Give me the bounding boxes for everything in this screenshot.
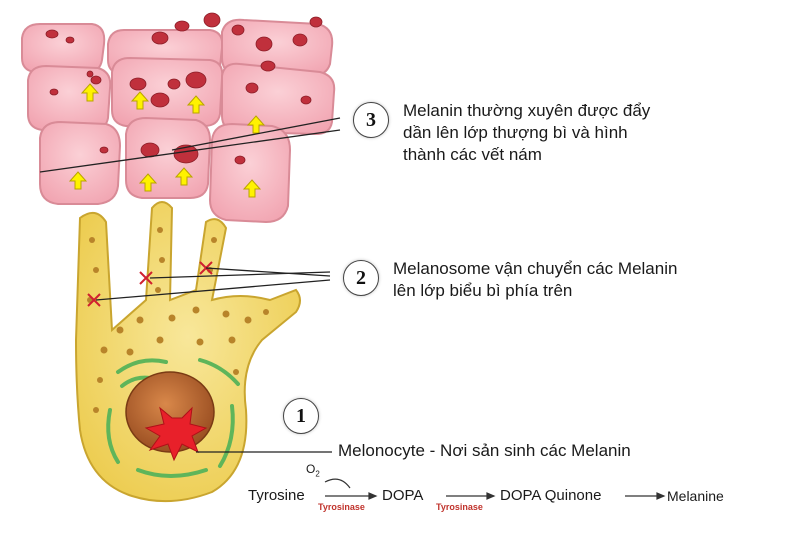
step-2-line-1: Melanosome vận chuyển các Melanin xyxy=(393,259,678,278)
melanocyte xyxy=(74,201,301,503)
step-1-badge: 1 xyxy=(283,398,319,434)
organelles xyxy=(106,358,240,478)
epidermis-cells xyxy=(21,18,336,224)
pathway-enzyme-2: Tyrosinase xyxy=(436,502,483,512)
cell-top-1 xyxy=(21,23,106,73)
up-arrow-icon xyxy=(186,95,206,114)
step-3-text: Melanin thường xuyên được đẩy dần lên lớ… xyxy=(403,100,650,166)
step-3-line-2: dần lên lớp thượng bì và hình xyxy=(403,123,628,142)
x-marker-icon xyxy=(139,271,153,285)
up-arrow-icon xyxy=(80,83,100,102)
melanin-granules xyxy=(45,12,323,165)
o2-subscript: 2 xyxy=(315,469,320,479)
up-arrow-icon xyxy=(68,171,88,190)
step-2-line-2: lên lớp biểu bì phía trên xyxy=(393,281,573,300)
pathway-tyrosine: Tyrosine xyxy=(248,487,305,504)
melanosome-dots xyxy=(87,227,269,413)
up-arrow-icon xyxy=(130,91,150,110)
cell-low-1 xyxy=(39,120,122,205)
cell-mid-2 xyxy=(111,56,224,127)
o2-symbol: O xyxy=(306,462,316,476)
step-1-text: Melonocyte - Nơi sản sinh các Melanin xyxy=(338,441,631,460)
step-3-badge: 3 xyxy=(353,102,389,138)
pathway-melanine: Melanine xyxy=(667,488,724,504)
pathway-o2: O2 xyxy=(306,462,320,478)
pathway-arrows xyxy=(324,478,666,500)
up-arrow-icon xyxy=(138,173,158,192)
pathway-dopa: DOPA xyxy=(382,487,424,504)
x-marker-icon xyxy=(87,293,101,307)
cell-mid-1 xyxy=(27,64,112,131)
cell-low-3 xyxy=(208,122,292,224)
pathway-enzyme-1: Tyrosinase xyxy=(318,502,365,512)
step-3-line-1: Melanin thường xuyên được đẩy xyxy=(403,101,651,120)
step-3-line-3: thành các vết nám xyxy=(403,145,542,164)
leader-lines xyxy=(39,117,341,453)
upward-arrows xyxy=(68,83,266,198)
up-arrow-icon xyxy=(174,167,194,186)
pathway-dopa-quinone: DOPA Quinone xyxy=(500,487,602,504)
step-2-text: Melanosome vận chuyển các Melanin lên lớ… xyxy=(393,258,677,302)
step-2-badge: 2 xyxy=(343,260,379,296)
melanin-synthesis-burst-icon xyxy=(144,406,208,462)
up-arrow-icon xyxy=(246,115,266,134)
up-arrow-icon xyxy=(242,179,262,198)
